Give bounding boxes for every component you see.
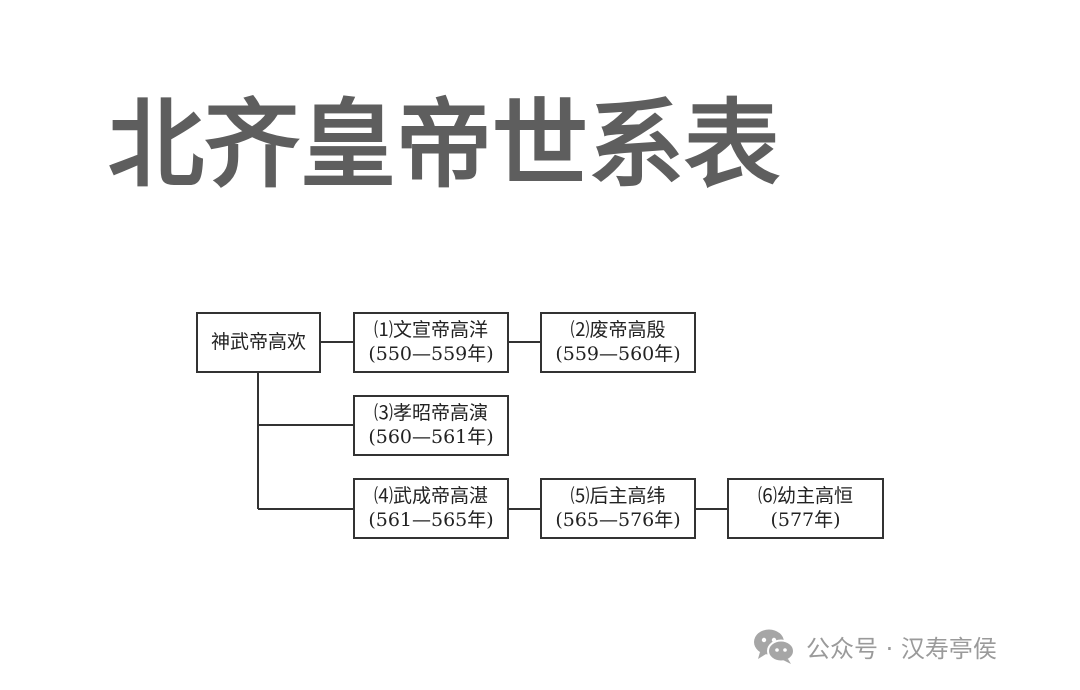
diagram-title: 北齐皇帝世系表: [108, 89, 780, 201]
node-n5-name: ⑸后主高纬: [570, 484, 666, 507]
node-n4-name: ⑷武成帝高湛: [373, 484, 488, 507]
wechat-icon: [754, 629, 795, 664]
watermark-text: 公众号 · 汉寿亭侯: [806, 634, 997, 663]
node-n6-years: (577年): [770, 508, 841, 531]
node-n2-years: (559—560年): [555, 342, 681, 365]
node-n2-name: ⑵废帝高殷: [570, 318, 666, 341]
node-n2: ⑵废帝高殷 (559—560年): [540, 312, 696, 373]
node-n3-years: (560—561年): [368, 425, 494, 448]
node-n3-name: ⑶孝昭帝高演: [373, 401, 488, 424]
node-n5: ⑸后主高纬 (565—576年): [540, 478, 696, 539]
node-n1-years: (550—559年): [368, 342, 494, 365]
node-founder-name: 神武帝高欢: [210, 330, 306, 353]
node-n5-years: (565—576年): [555, 508, 681, 531]
node-n6: ⑹幼主高恒 (577年): [727, 478, 884, 539]
node-n1-name: ⑴文宣帝高洋: [373, 318, 488, 341]
node-founder: 神武帝高欢: [196, 312, 321, 373]
node-n4-years: (561—565年): [368, 508, 494, 531]
node-n4: ⑷武成帝高湛 (561—565年): [353, 478, 509, 539]
watermark: 公众号 · 汉寿亭侯: [752, 622, 997, 670]
node-n6-name: ⑹幼主高恒: [757, 484, 853, 507]
node-n3: ⑶孝昭帝高演 (560—561年): [353, 395, 509, 456]
node-n1: ⑴文宣帝高洋 (550—559年): [353, 312, 509, 373]
